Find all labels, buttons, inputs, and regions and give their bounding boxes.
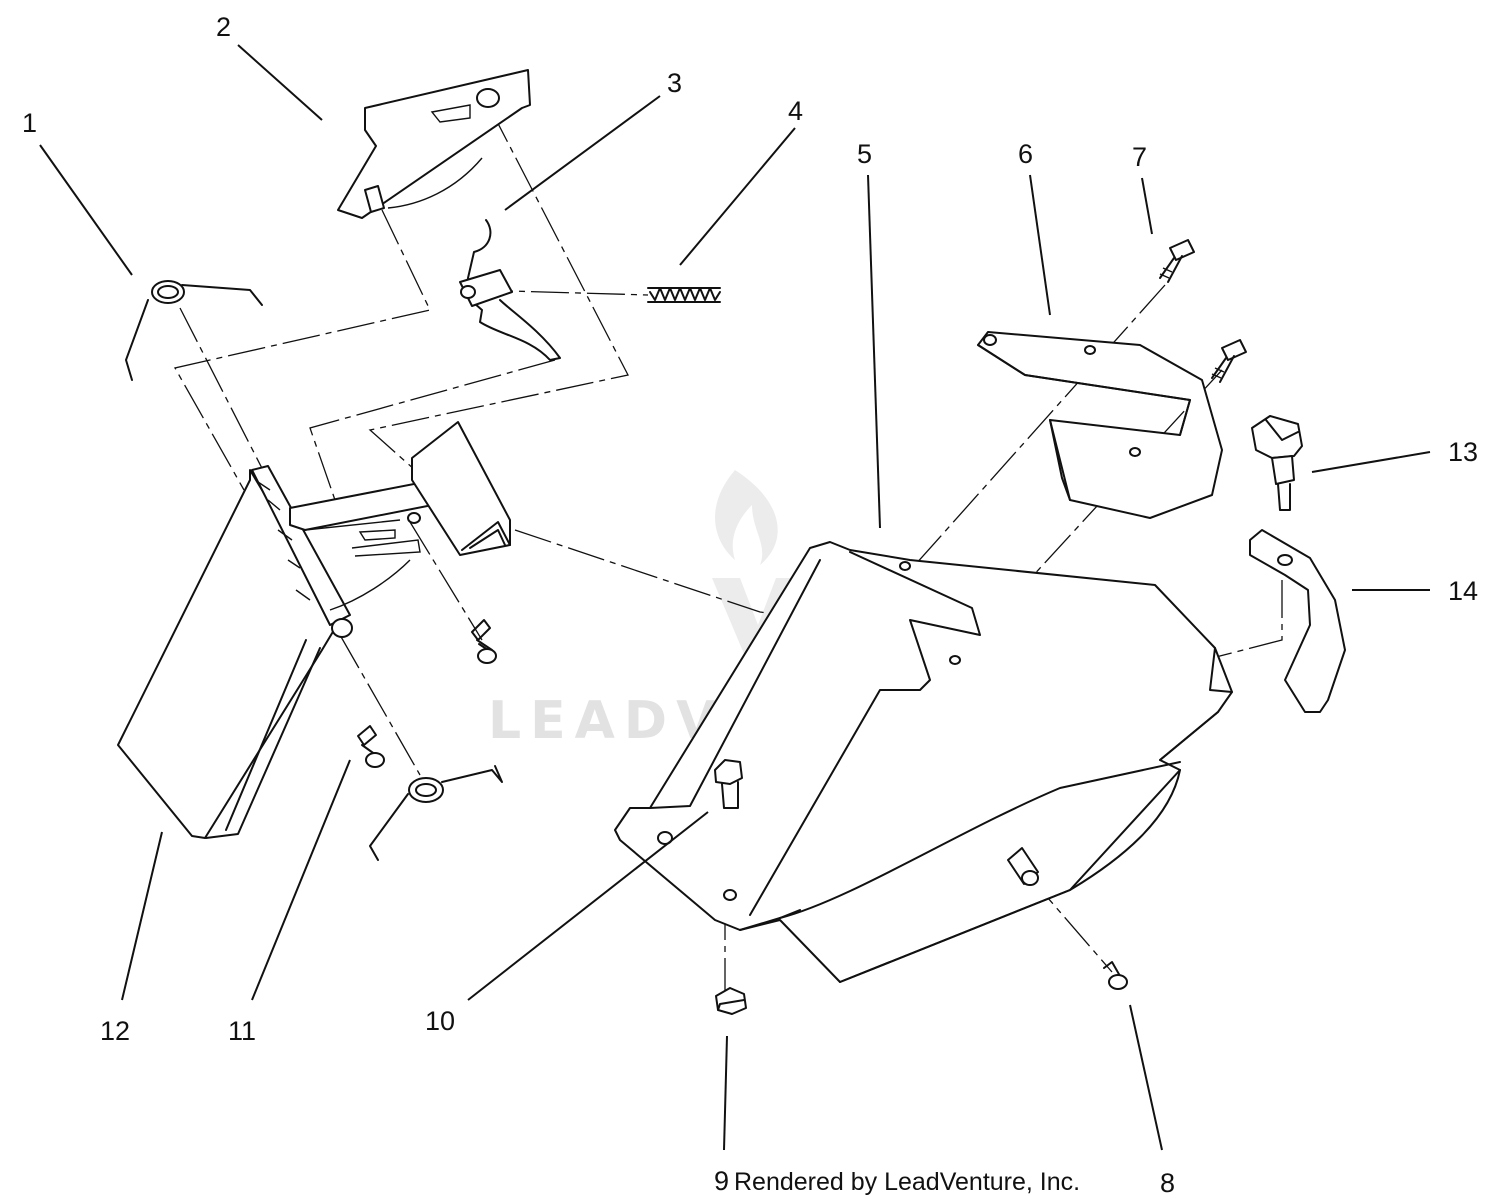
callout-5: 5 <box>857 139 872 169</box>
discharge-flap <box>117 465 353 839</box>
callout-8: 8 <box>1160 1168 1175 1198</box>
callout-14: 14 <box>1448 576 1478 606</box>
callout-9: 9 <box>714 1166 729 1196</box>
flange-bolt <box>714 759 743 809</box>
leader-lines <box>39 44 1431 1151</box>
deflector-bracket <box>977 331 1223 519</box>
callout-11: 11 <box>228 1016 256 1046</box>
callout-2: 2 <box>216 12 231 42</box>
lock-nut <box>715 987 747 1015</box>
callout-12: 12 <box>100 1016 130 1046</box>
screw-hinge <box>471 619 497 664</box>
hinge-bracket-plate <box>337 69 531 219</box>
torsion-spring-upper <box>125 280 263 381</box>
hinge-bracket <box>289 421 511 611</box>
callout-13: 13 <box>1448 437 1478 467</box>
render-credit: Rendered by LeadVenture, Inc. <box>734 1168 1080 1196</box>
callout-4: 4 <box>788 96 803 126</box>
bolt-upper <box>1159 239 1195 283</box>
torsion-spring-lower <box>369 765 503 861</box>
pivot-pin <box>1007 847 1039 886</box>
bolt-lower <box>1211 339 1247 383</box>
latch-rod <box>459 219 561 361</box>
deflector-chute <box>614 541 1233 983</box>
callout-6: 6 <box>1018 139 1033 169</box>
callout-7: 7 <box>1132 142 1147 172</box>
callout-3: 3 <box>667 68 682 98</box>
compression-spring <box>647 287 721 303</box>
callout-10: 10 <box>425 1006 455 1036</box>
screw-flap <box>357 725 385 768</box>
callout-1: 1 <box>22 108 37 138</box>
screw-small <box>1103 961 1128 990</box>
callout-labels: 1 2 3 4 5 6 7 8 9 10 11 12 13 14 <box>22 12 1478 1198</box>
release-lever <box>1249 529 1346 713</box>
adjustment-knob <box>1251 415 1303 511</box>
